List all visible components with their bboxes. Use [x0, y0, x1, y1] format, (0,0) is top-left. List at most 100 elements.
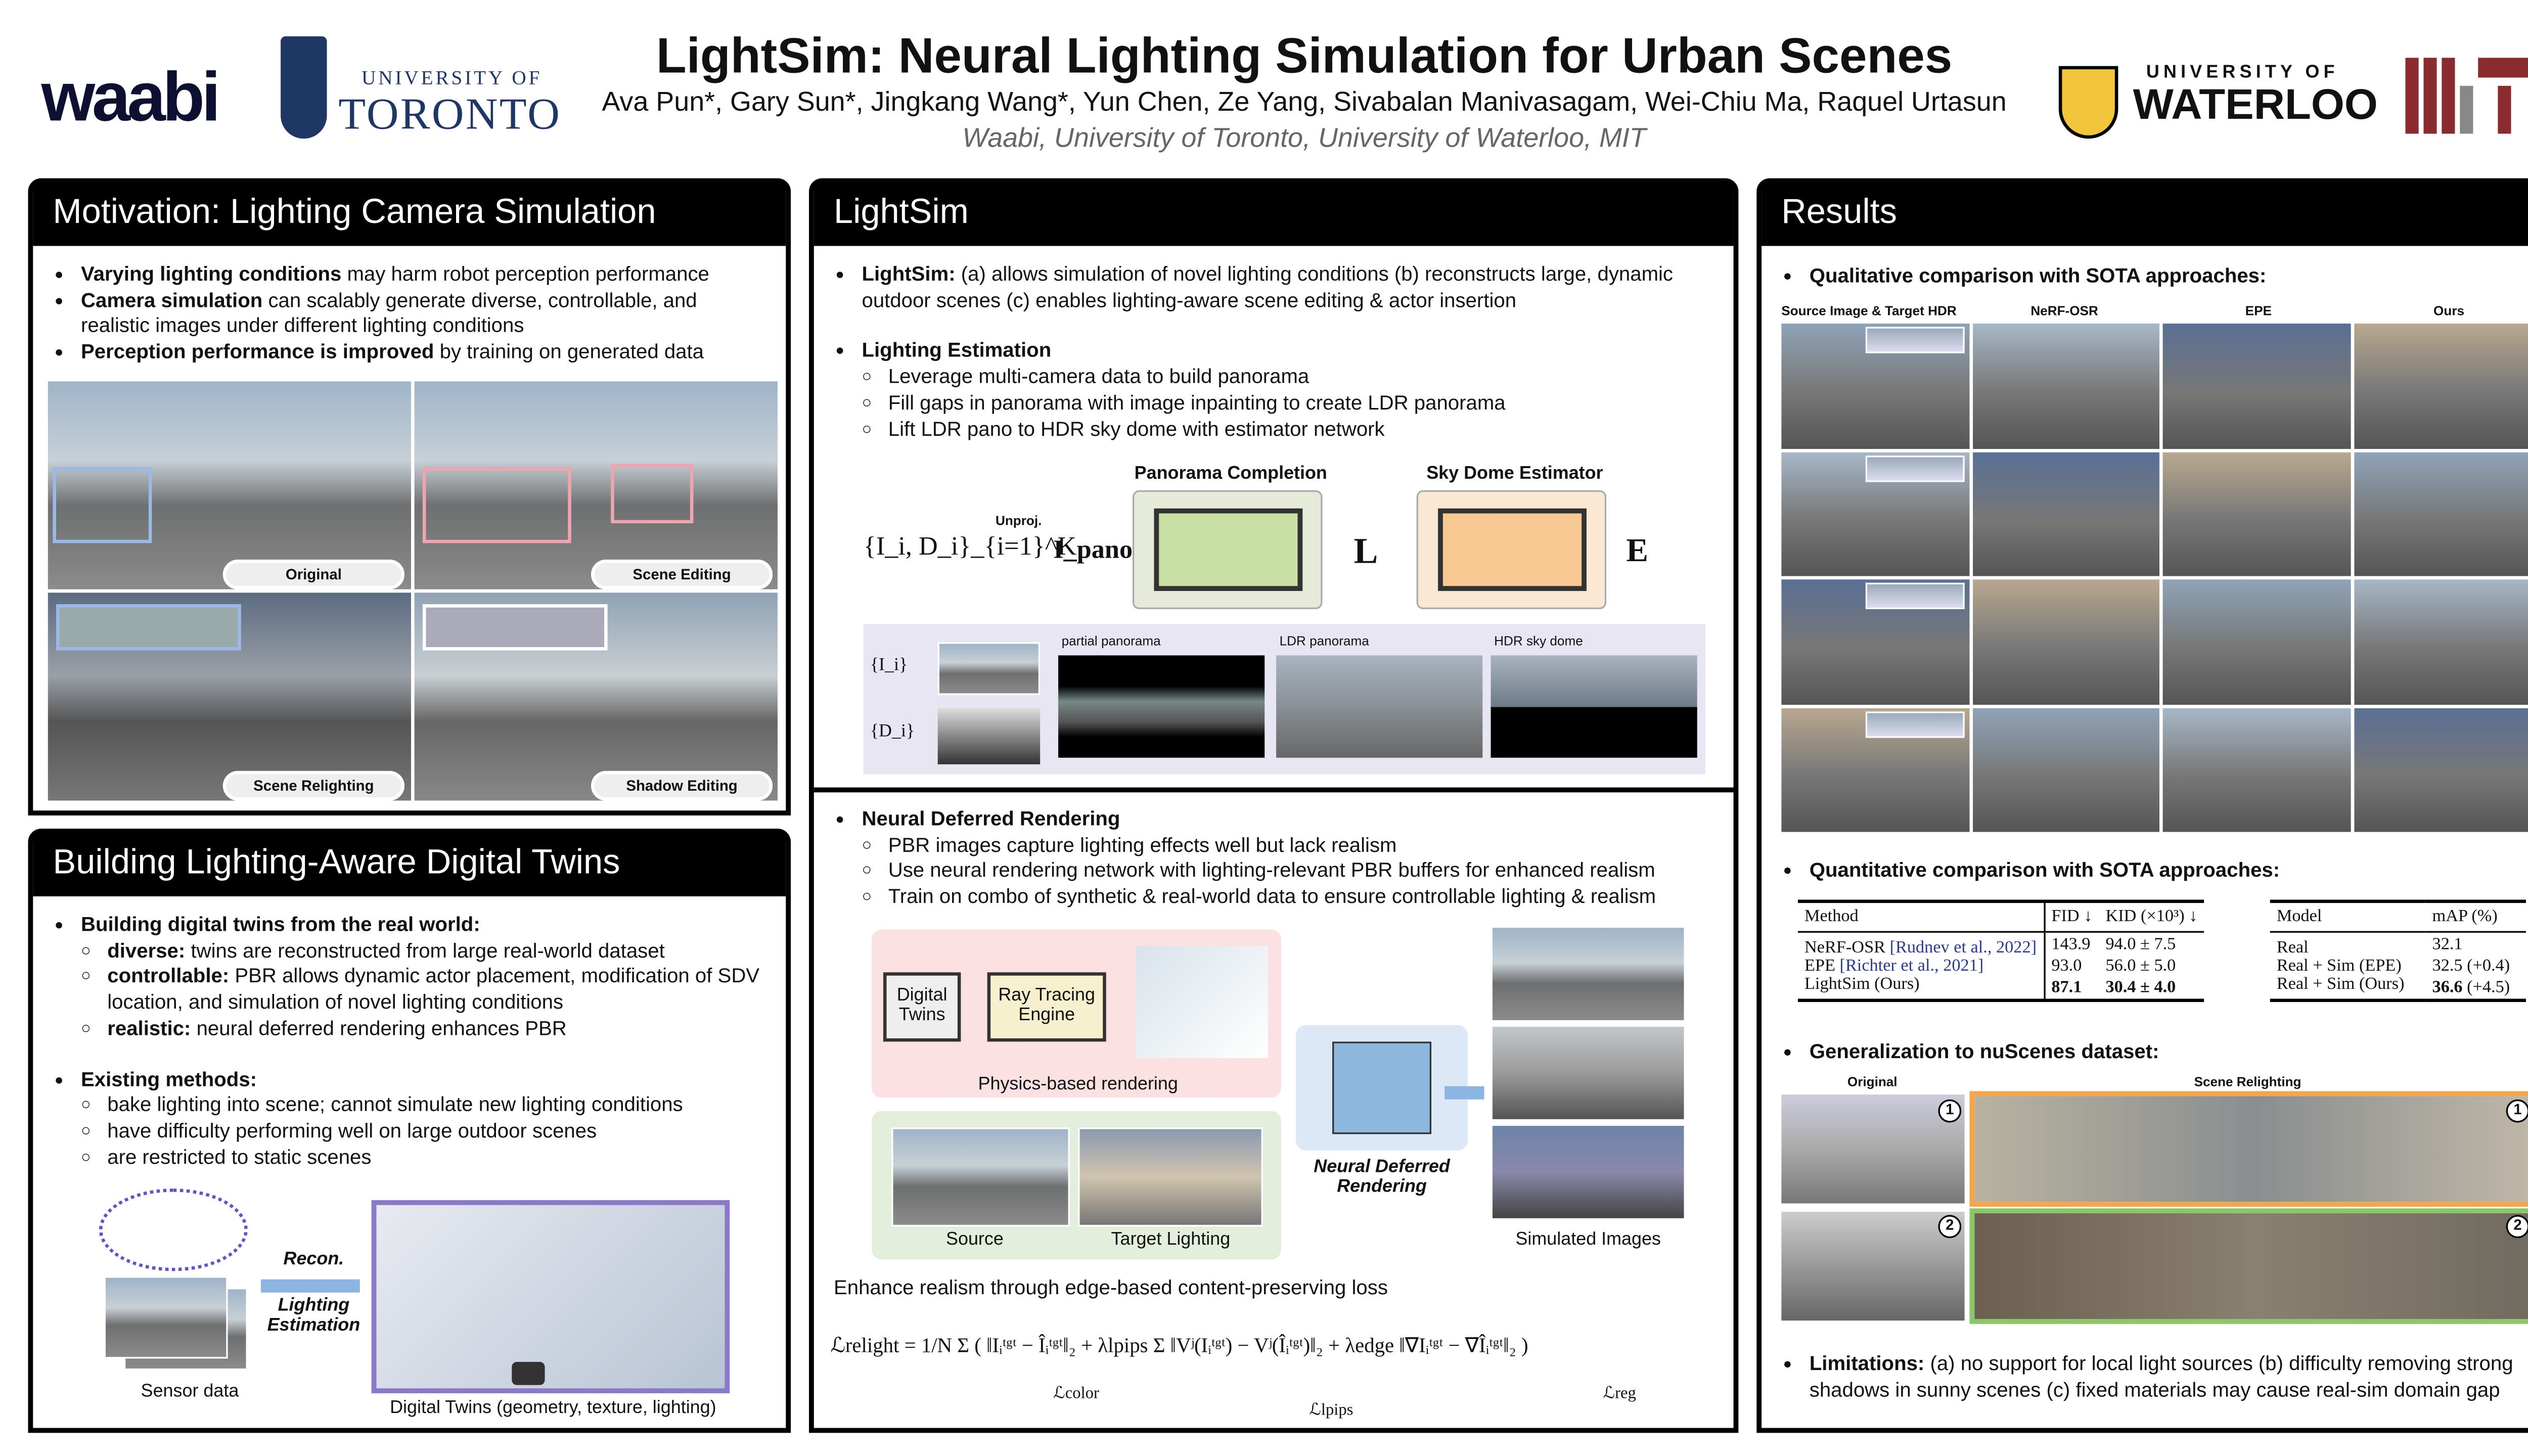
poster-title: LightSim: Neural Lighting Simulation for… — [656, 29, 1953, 84]
qualitative-image — [2352, 577, 2528, 706]
label-shadow-editing: Shadow Editing — [591, 770, 773, 801]
sky-inset — [422, 604, 608, 651]
ray-tracing-box: Ray Tracing Engine — [987, 972, 1106, 1042]
sub-bullet: Fill gaps in panorama with image inpaint… — [835, 391, 1710, 417]
relit-row-2 — [1969, 1208, 2528, 1324]
quantitative-heading: ●Quantitative comparison with SOTA appro… — [1783, 858, 2280, 882]
sub-bullet: diverse: twins are reconstructed from la… — [55, 939, 773, 965]
sub-bullet: have difficulty performing well on large… — [55, 1119, 773, 1145]
highlight-box — [53, 467, 152, 543]
loss-color-label: ℒcolor — [1053, 1385, 1099, 1403]
image-original — [46, 380, 413, 591]
ndr-label: Neural Deferred Rendering — [1314, 1157, 1450, 1197]
sub-bullet: Lift LDR pano to HDR sky dome with estim… — [835, 417, 1710, 443]
arrow-icon — [1444, 1086, 1484, 1100]
th: KID (×10³) ↓ — [2105, 907, 2198, 926]
authors: Ava Pun*, Gary Sun*, Jingkang Wang*, Yun… — [602, 87, 2007, 117]
input-images — [937, 642, 1041, 695]
target-hdr-inset — [1865, 582, 1965, 609]
badge-2: 2 — [1938, 1215, 1962, 1238]
ldr-panorama-label: LDR panorama — [1279, 633, 1369, 649]
col-ours: Ours — [2433, 303, 2465, 319]
target-lighting-image — [1078, 1127, 1263, 1227]
qualitative-image — [1970, 322, 2161, 450]
toronto-logo: UNIVERSITY OF TORONTO — [338, 66, 561, 137]
highlight-box — [422, 467, 571, 543]
simulated-image — [1491, 1025, 1686, 1121]
lightsim-panel: LightSim LightSim: (a) allows simulation… — [808, 178, 1739, 1433]
limitations: ●Limitations: (a) no support for local l… — [1783, 1352, 2513, 1401]
nuscenes-original — [1779, 1093, 1966, 1205]
waabi-logo: waabi — [41, 58, 221, 135]
bullet: Lighting Estimation — [835, 339, 1710, 365]
ndr-network — [1296, 1025, 1468, 1151]
results-title: Results — [1762, 183, 2528, 246]
divider — [814, 787, 1734, 793]
depth-set: {D_i} — [870, 721, 915, 742]
depth-images — [937, 708, 1041, 764]
qualitative-image — [2161, 449, 2352, 578]
ldr-panorama — [1276, 655, 1483, 758]
target-hdr-inset — [1865, 454, 1965, 481]
panorama-completion-label: Panorama Completion — [1134, 464, 1327, 484]
waterloo-logo: UNIVERSITY OF WATERLOO — [2133, 63, 2378, 125]
nuscenes-original — [1779, 1210, 1966, 1323]
target-lighting-label: Target Lighting — [1111, 1230, 1231, 1250]
qualitative-image — [1970, 577, 2161, 706]
spacer — [55, 1042, 773, 1067]
bullet: Existing methods: — [55, 1067, 773, 1093]
toronto-crest-icon — [281, 36, 327, 139]
bullet: Perception performance is improved by tr… — [55, 340, 764, 366]
pbr-label: Physics-based rendering — [978, 1074, 1178, 1095]
sub-bullet: realistic: neural deferred rendering enh… — [55, 1017, 773, 1042]
label-original: Original — [222, 559, 404, 589]
badge-1: 1 — [2506, 1099, 2528, 1123]
bullet: Camera simulation can scalably generate … — [55, 288, 764, 340]
bullet: Building digital twins from the real wor… — [55, 913, 773, 939]
qualitative-image — [1970, 705, 2161, 834]
digital-twin-render — [371, 1200, 730, 1393]
loss-lpips-label: ℒlpips — [1309, 1401, 1353, 1420]
results-panel: Results ●Qualitative comparison with SOT… — [1756, 178, 2528, 1433]
label-scene-editing: Scene Editing — [591, 559, 773, 589]
loss-description: Enhance realism through edge-based conte… — [833, 1276, 1388, 1299]
panorama-completion-network — [1132, 490, 1323, 609]
motivation-panel: Motivation: Lighting Camera Simulation V… — [28, 178, 791, 816]
sky-dome-estimator-network — [1416, 490, 1607, 609]
qualitative-image — [2352, 705, 2528, 834]
gen-relighting-label: Scene Relighting — [2194, 1074, 2301, 1090]
digital-twins-title: Building Lighting-Aware Digital Twins — [33, 833, 786, 897]
sub-bullet: bake lighting into scene; cannot simulat… — [55, 1093, 773, 1119]
ipano: I_pano — [1053, 536, 1133, 565]
waterloo-bottom: WATERLOO — [2133, 79, 2378, 129]
label-scene-relighting: Scene Relighting — [222, 770, 404, 801]
qualitative-image — [2161, 322, 2352, 450]
twins-bullets: Building digital twins from the real wor… — [55, 913, 773, 1171]
sub-bullet: Use neural rendering network with lighti… — [835, 859, 1710, 885]
qualitative-image — [2161, 577, 2352, 706]
th: Model — [2276, 907, 2322, 926]
target-hdr-inset — [1865, 710, 1965, 737]
camera-icon — [512, 1361, 545, 1385]
digital-twins-panel: Building Lighting-Aware Digital Twins Bu… — [28, 829, 791, 1433]
toronto-bottom: TORONTO — [338, 89, 562, 139]
badge-1: 1 — [1938, 1099, 1962, 1123]
th: Method — [1797, 901, 2045, 932]
sub-bullet: PBR images capture lighting effects well… — [835, 833, 1710, 859]
motivation-title: Motivation: Lighting Camera Simulation — [33, 183, 786, 246]
badge-2: 2 — [2506, 1215, 2528, 1238]
qualitative-image — [2352, 322, 2528, 450]
digital-twins-box: Digital Twins — [883, 972, 961, 1042]
partial-panorama — [1058, 655, 1265, 758]
relit-row-1 — [1969, 1091, 2528, 1207]
sub-bullet: controllable: PBR allows dynamic actor p… — [55, 965, 773, 1017]
simulated-image — [1491, 1124, 1686, 1220]
hdr-sky-dome-label: HDR sky dome — [1494, 633, 1583, 649]
col-nerf-osr: NeRF-OSR — [2030, 303, 2098, 319]
lightsim-title: LightSim — [814, 183, 1734, 246]
lidar-pointcloud — [99, 1189, 248, 1271]
